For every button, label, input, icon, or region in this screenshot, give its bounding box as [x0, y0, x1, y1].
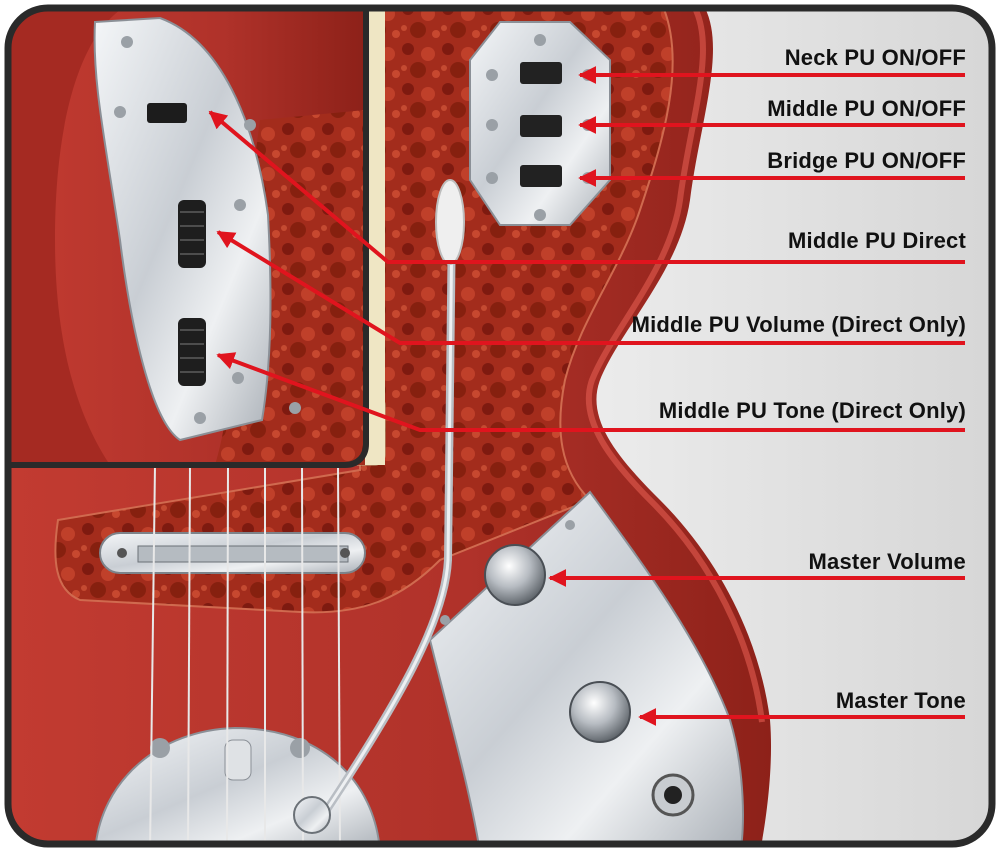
master-volume-knob[interactable]: [484, 544, 546, 606]
strings: [149, 464, 341, 844]
master-tone-label: Master Tone: [835, 688, 966, 713]
middle-pu-tone-wheel[interactable]: [178, 318, 206, 386]
middle-pu-direct-line: [208, 110, 965, 264]
middle-pu-tone-line: [216, 352, 965, 432]
inset-frame: [10, 10, 369, 468]
middle-pu-direct-switch[interactable]: [147, 103, 187, 123]
master-tone-knob[interactable]: [569, 681, 631, 743]
middle-pu-volume-label: Middle PU Volume (Direct Only): [631, 312, 966, 337]
tremolo-arm: [293, 179, 465, 834]
middle-pu-switch[interactable]: [520, 115, 562, 137]
outer-frame: [4, 4, 996, 848]
callout-lines: [208, 66, 965, 726]
neck-pu-switch[interactable]: [520, 62, 562, 84]
bridge-pu-onoff-label: Bridge PU ON/OFF: [767, 148, 966, 173]
middle-pu-tone-label: Middle PU Tone (Direct Only): [658, 398, 966, 423]
bridge: [99, 532, 366, 574]
master-volume-label: Master Volume: [808, 549, 966, 574]
middle-pu-direct-label: Middle PU Direct: [787, 228, 966, 253]
middle-pu-onoff-label: Middle PU ON/OFF: [767, 96, 966, 121]
neck-pu-onoff-label: Neck PU ON/OFF: [784, 45, 966, 70]
control-plate: [428, 490, 744, 844]
bridge-pu-switch[interactable]: [520, 165, 562, 187]
middle-pu-volume-wheel[interactable]: [178, 200, 206, 268]
middle-pu-volume-line: [216, 230, 965, 345]
